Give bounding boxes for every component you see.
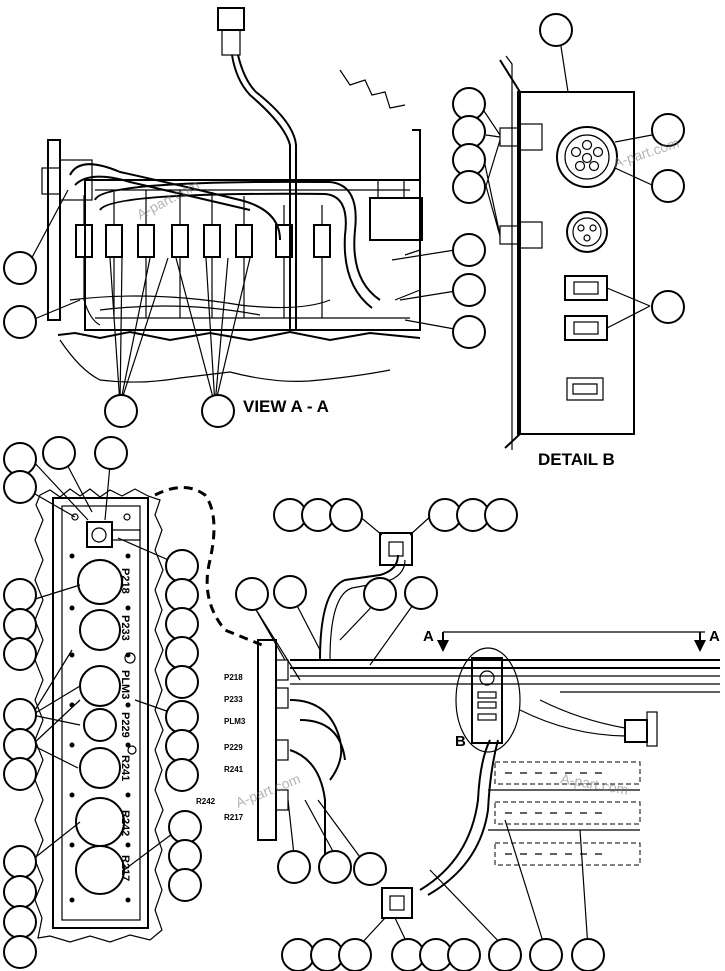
callout-balloon (571, 938, 605, 971)
section-mark-a-left: A (423, 628, 434, 645)
section-mark-a-right: A (709, 628, 720, 645)
callout-balloon (318, 850, 352, 884)
panel-label-r241: R241 (119, 755, 131, 781)
callout-balloon (452, 233, 486, 267)
callout-balloon (452, 315, 486, 349)
harness-label-plm3: PLM3 (224, 717, 246, 726)
callout-balloon (3, 875, 37, 909)
panel-label-plm3: PLM3 (119, 670, 131, 699)
harness-label-p233: P233 (224, 695, 243, 704)
harness-label-r217: R217 (224, 813, 244, 822)
detail-b-label: DETAIL B (538, 450, 615, 469)
harness-label-p229: P229 (224, 743, 243, 752)
callout-balloon (651, 113, 685, 147)
callout-balloon (3, 305, 37, 339)
watermark-text: A-part.com (611, 134, 681, 170)
panel-label-p218: P218 (119, 568, 131, 594)
callout-balloon (235, 577, 269, 611)
callout-balloon (3, 698, 37, 732)
detail-b-callout: B (455, 733, 466, 750)
callout-balloon (277, 850, 311, 884)
detail-b-assembly: DETAIL B (481, 39, 653, 469)
callout-balloon (273, 575, 307, 609)
callout-balloon (353, 852, 387, 886)
watermark-text: A-part.com (559, 770, 629, 798)
callout-balloon (201, 394, 235, 428)
panel-label-p229: P229 (119, 712, 131, 738)
callout-balloon (104, 394, 138, 428)
callout-balloon (165, 700, 199, 734)
callout-balloon (168, 810, 202, 844)
wire-harness-assembly: A A P218 P233 PLM3 P229 R241 R242 R217 B (196, 514, 720, 949)
harness-label-r241: R241 (224, 765, 244, 774)
callout-balloon (3, 905, 37, 939)
callout-balloon (165, 758, 199, 792)
callout-balloon (168, 839, 202, 873)
harness-label-r242: R242 (196, 797, 216, 806)
callout-balloon (529, 938, 563, 971)
view-a-a-assembly: VIEW A - A (27, 7, 463, 416)
watermark-text: A-part.com (233, 770, 302, 810)
watermarks: A-part.com A-part.com A-part.com A-part.… (134, 134, 681, 810)
callout-balloon (3, 935, 37, 969)
callout-balloon (651, 290, 685, 324)
callout-balloons (3, 13, 685, 971)
callout-balloon (94, 436, 128, 470)
callout-balloon (539, 13, 573, 47)
callout-balloon (404, 576, 438, 610)
callout-balloon (165, 636, 199, 670)
callout-balloon (165, 578, 199, 612)
callout-balloon (168, 868, 202, 902)
callout-balloon (329, 498, 363, 532)
callout-balloon (165, 665, 199, 699)
callout-balloon (3, 845, 37, 879)
callout-balloon (338, 938, 372, 971)
callout-balloon (488, 938, 522, 971)
callout-balloon (165, 729, 199, 763)
callout-balloon (3, 578, 37, 612)
callout-balloon (447, 938, 481, 971)
callout-balloon (165, 549, 199, 583)
callout-balloon (3, 637, 37, 671)
callout-balloon (42, 436, 76, 470)
connector-panel-plate: P218 P233 PLM3 P229 R241 R242 R217 (27, 454, 263, 943)
callout-balloon (281, 938, 315, 971)
connector-row (69, 190, 331, 326)
panel-label-r242: R242 (119, 810, 131, 836)
callout-balloon (484, 498, 518, 532)
harness-label-p218: P218 (224, 673, 243, 682)
callout-balloon (3, 608, 37, 642)
callout-balloon (452, 170, 486, 204)
callout-balloon (3, 757, 37, 791)
panel-label-p233: P233 (119, 615, 131, 641)
panel-label-r217: R217 (119, 855, 131, 881)
callout-balloon (165, 607, 199, 641)
callout-balloon (3, 251, 37, 285)
callout-balloon (651, 169, 685, 203)
view-a-a-label: VIEW A - A (243, 397, 329, 416)
callout-balloon (3, 728, 37, 762)
callout-balloon (3, 470, 37, 504)
callout-balloon (452, 273, 486, 307)
callout-balloon (363, 577, 397, 611)
